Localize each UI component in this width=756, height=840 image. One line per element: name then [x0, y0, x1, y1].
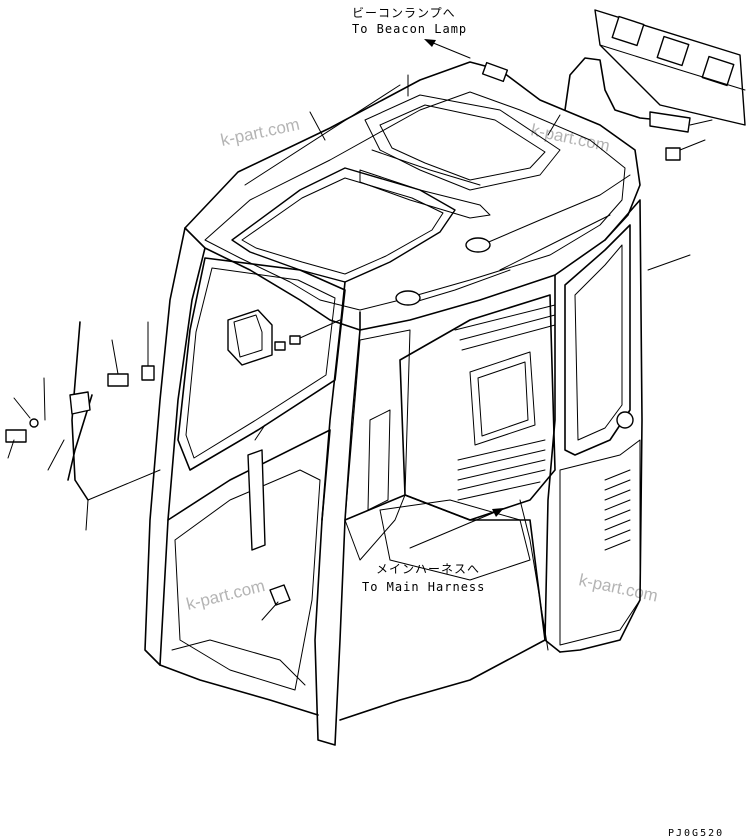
work-lamp-lens — [233, 314, 263, 358]
bracket-bolt — [665, 147, 681, 161]
rear-latch — [616, 411, 634, 429]
right-rear-pillar — [544, 274, 561, 653]
callout-labels: ビーコンランプへ To Beacon Lamp メインハーネスへ To Main… — [352, 6, 724, 839]
drawing-code: PJ0G520 — [668, 828, 724, 839]
harness-arrow-line — [409, 509, 501, 549]
wiper-washer — [29, 418, 39, 428]
roof-vent-2 — [371, 149, 481, 186]
roof-leaders — [244, 74, 691, 271]
wiper-bolt-2 — [141, 365, 155, 381]
wiper-pivot — [69, 391, 91, 415]
roof-hatch — [364, 94, 561, 191]
cable-clip-leader — [547, 114, 561, 136]
front-window-inner — [185, 267, 336, 459]
wiper-motor-leader — [254, 424, 266, 441]
floor-front-inner — [171, 639, 306, 686]
work-lamp-nut — [274, 341, 286, 351]
roof-leader-2 — [309, 111, 326, 141]
cab-floor — [339, 494, 546, 721]
roof-contour-2 — [499, 214, 611, 271]
wiper-assembly — [5, 321, 161, 531]
harness-label-en: To Main Harness — [362, 580, 485, 594]
front-window-frame — [177, 257, 346, 471]
front-left-pillar — [144, 227, 206, 666]
wiper-leader-5 — [7, 439, 15, 459]
bolt-leader — [679, 139, 706, 151]
right-side-leader — [647, 254, 691, 271]
beacon-harness — [564, 9, 746, 161]
plug-leader — [689, 119, 713, 126]
wiper-leader-8 — [87, 469, 161, 501]
cab-body — [144, 61, 643, 746]
rear-wall — [399, 294, 556, 521]
floor-plate — [379, 499, 531, 581]
roof-contour-1 — [469, 174, 631, 251]
skylight-inner — [241, 177, 444, 275]
harness-connector-plug — [649, 111, 691, 133]
lower-bolt — [269, 584, 291, 606]
lower-front-frame — [167, 429, 331, 521]
work-lamp-bolt — [289, 335, 301, 345]
work-lamp — [227, 309, 341, 366]
beacon-cable — [564, 57, 661, 121]
roof-vent — [359, 169, 491, 219]
wiper-arm — [71, 321, 89, 501]
wiper-blade — [67, 394, 93, 481]
bracket-slot-2 — [656, 35, 690, 67]
rear-window-inner — [477, 361, 529, 437]
bracket-slot-1 — [611, 15, 645, 47]
wiper-motor-body — [247, 449, 266, 551]
right-lower-panel — [559, 439, 641, 646]
work-lamp-leader — [299, 319, 341, 339]
front-right-pillar — [314, 281, 361, 746]
wiper-leader-4 — [13, 397, 31, 419]
beacon-label-en: To Beacon Lamp — [352, 22, 467, 36]
roof-cap-1 — [465, 237, 491, 253]
wiper-leader-7 — [85, 499, 89, 531]
wiper-leader-6 — [47, 439, 65, 471]
bracket-rib — [599, 44, 746, 91]
roof-outline — [184, 61, 641, 331]
rear-shelf-slats — [454, 304, 556, 501]
roof-rim — [204, 91, 626, 311]
wiper-bolt-1 — [107, 373, 129, 387]
lower-bolt-leader — [261, 601, 279, 621]
roof-hatch-inner — [379, 104, 546, 181]
bracket-slot-3 — [701, 55, 735, 87]
roof-cap-2 — [395, 290, 421, 306]
wiper-leader-3 — [43, 377, 46, 421]
inner-console — [367, 409, 391, 511]
beacon-mount — [481, 61, 509, 83]
right-side-window-inner — [574, 244, 623, 441]
rear-window — [469, 351, 536, 446]
floor-front — [159, 664, 319, 716]
beacon-label-jp: ビーコンランプへ — [352, 6, 456, 20]
roof-contour-3 — [404, 269, 511, 306]
wiper-motor — [247, 424, 291, 621]
beacon-arrow-head — [424, 39, 436, 47]
watermark-3: k-part.com — [184, 576, 267, 614]
wiper-bolt-3 — [5, 429, 27, 443]
watermark-4: k-part.com — [577, 570, 659, 605]
rear-strut — [519, 499, 549, 651]
watermark-1: k-part.com — [219, 115, 301, 150]
work-lamp-housing — [227, 309, 273, 366]
side-louver — [604, 469, 631, 551]
wiper-leader-1 — [111, 339, 119, 375]
